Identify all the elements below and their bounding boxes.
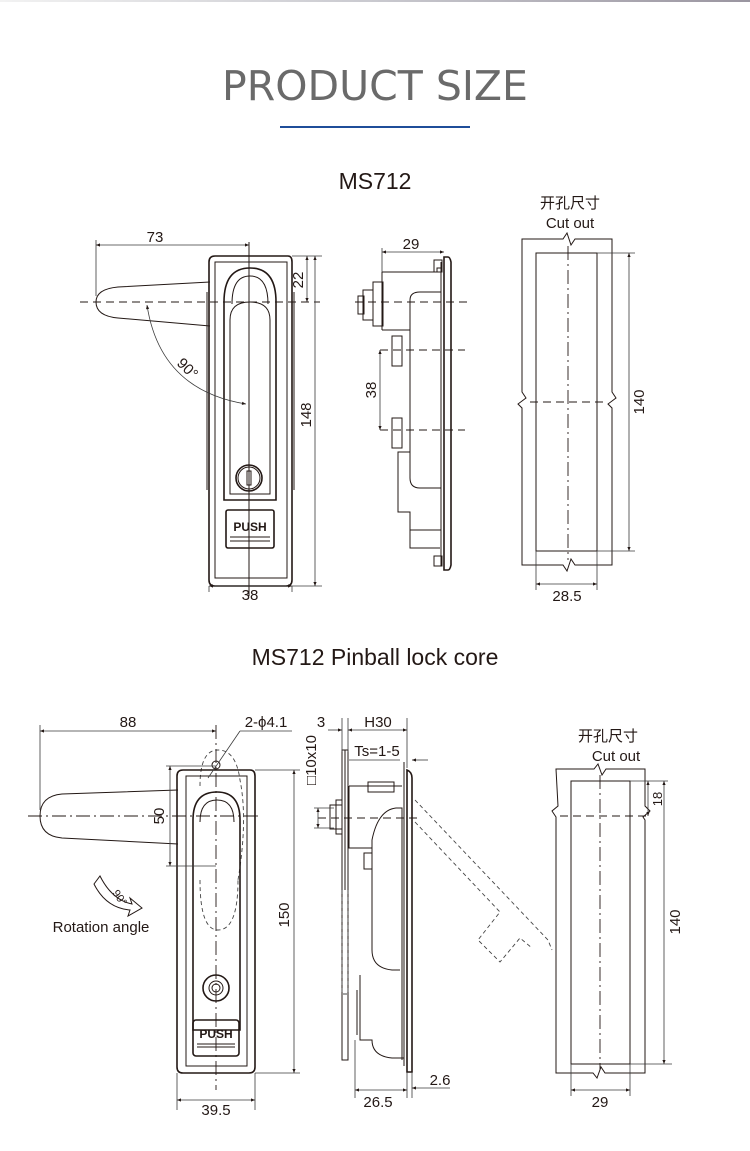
top-border-line bbox=[0, 0, 750, 2]
s1-cutout-panel bbox=[517, 231, 617, 573]
section2-title: MS712 Pinball lock core bbox=[251, 644, 499, 670]
s1-push-label: PUSH bbox=[233, 520, 266, 534]
s1-cutout-view: 开孔尺寸 Cut out 140 28.5 bbox=[517, 195, 648, 605]
s1-dim-38-side: 38 bbox=[363, 382, 380, 399]
s2-front-view: PUSH 88 2-ϕ4.1 50 150 39.5 90° Ro bbox=[28, 714, 300, 1119]
s2-push-label: PUSH bbox=[199, 1027, 232, 1041]
s2-dim-square-core: □10x10 bbox=[303, 735, 320, 785]
s1-dim-28-5: 28.5 bbox=[552, 588, 581, 605]
s2-dim-h30: H30 bbox=[364, 714, 392, 731]
s1-dim-38: 38 bbox=[242, 587, 259, 604]
s2-dim-150: 150 bbox=[276, 902, 293, 927]
s1-dim-73: 73 bbox=[147, 229, 164, 246]
s1-dim-140: 140 bbox=[631, 389, 648, 414]
s1-cutout-label-cn: 开孔尺寸 bbox=[540, 195, 600, 212]
s1-side-housing bbox=[409, 291, 442, 489]
rotation-angle-label: Rotation angle bbox=[53, 919, 150, 936]
s2-cutout-view: 开孔尺寸 Cut out 18 140 29 bbox=[551, 728, 684, 1111]
s2-dim-26-5: 26.5 bbox=[363, 1094, 392, 1111]
s1-side-plate bbox=[443, 256, 452, 571]
s1-side-view: 29 38 bbox=[355, 236, 470, 571]
s2-cutout-panel bbox=[551, 762, 651, 1080]
s2-hole-spec: 2-ϕ4.1 bbox=[245, 714, 288, 731]
s2-handle-recess bbox=[192, 791, 241, 1031]
s1-front-view: PUSH 73 90° 22 148 38 bbox=[80, 229, 322, 604]
s2-dim-140: 140 bbox=[667, 909, 684, 934]
s2-dim-18: 18 bbox=[650, 792, 665, 806]
page-title: PRODUCT SIZE bbox=[222, 62, 528, 110]
s2-side-plate bbox=[406, 768, 413, 1073]
rotation-arrow-icon: 90° bbox=[93, 875, 143, 918]
s1-dim-90: 90° bbox=[173, 355, 201, 383]
s1-dim-148: 148 bbox=[298, 402, 315, 427]
s1-lever-handle bbox=[95, 281, 211, 327]
s1-dim-22: 22 bbox=[290, 272, 307, 289]
s2-body-outer bbox=[176, 769, 256, 1074]
section1-title: MS712 bbox=[338, 168, 412, 194]
s1-push-button bbox=[225, 509, 275, 549]
s2-dim-29: 29 bbox=[592, 1094, 609, 1111]
s2-dim-2-6: 2.6 bbox=[430, 1072, 451, 1089]
s2-side-view: 3 H30 Ts=1-5 □10x10 26.5 2.6 bbox=[303, 714, 553, 1111]
s2-dim-ts: Ts=1-5 bbox=[354, 743, 399, 760]
s2-cutout-label-en: Cut out bbox=[592, 748, 641, 765]
s2-dim-39-5: 39.5 bbox=[201, 1102, 230, 1119]
s2-cutout-label-cn: 开孔尺寸 bbox=[578, 728, 638, 745]
s2-dim-3: 3 bbox=[317, 714, 325, 731]
s2-dim-88: 88 bbox=[120, 714, 137, 731]
s1-cutout-label-en: Cut out bbox=[546, 215, 595, 232]
s2-dim-50: 50 bbox=[151, 808, 168, 825]
title-underline bbox=[280, 126, 470, 128]
s2-cutout-hole bbox=[570, 780, 631, 1065]
s1-dim-29: 29 bbox=[403, 236, 420, 253]
